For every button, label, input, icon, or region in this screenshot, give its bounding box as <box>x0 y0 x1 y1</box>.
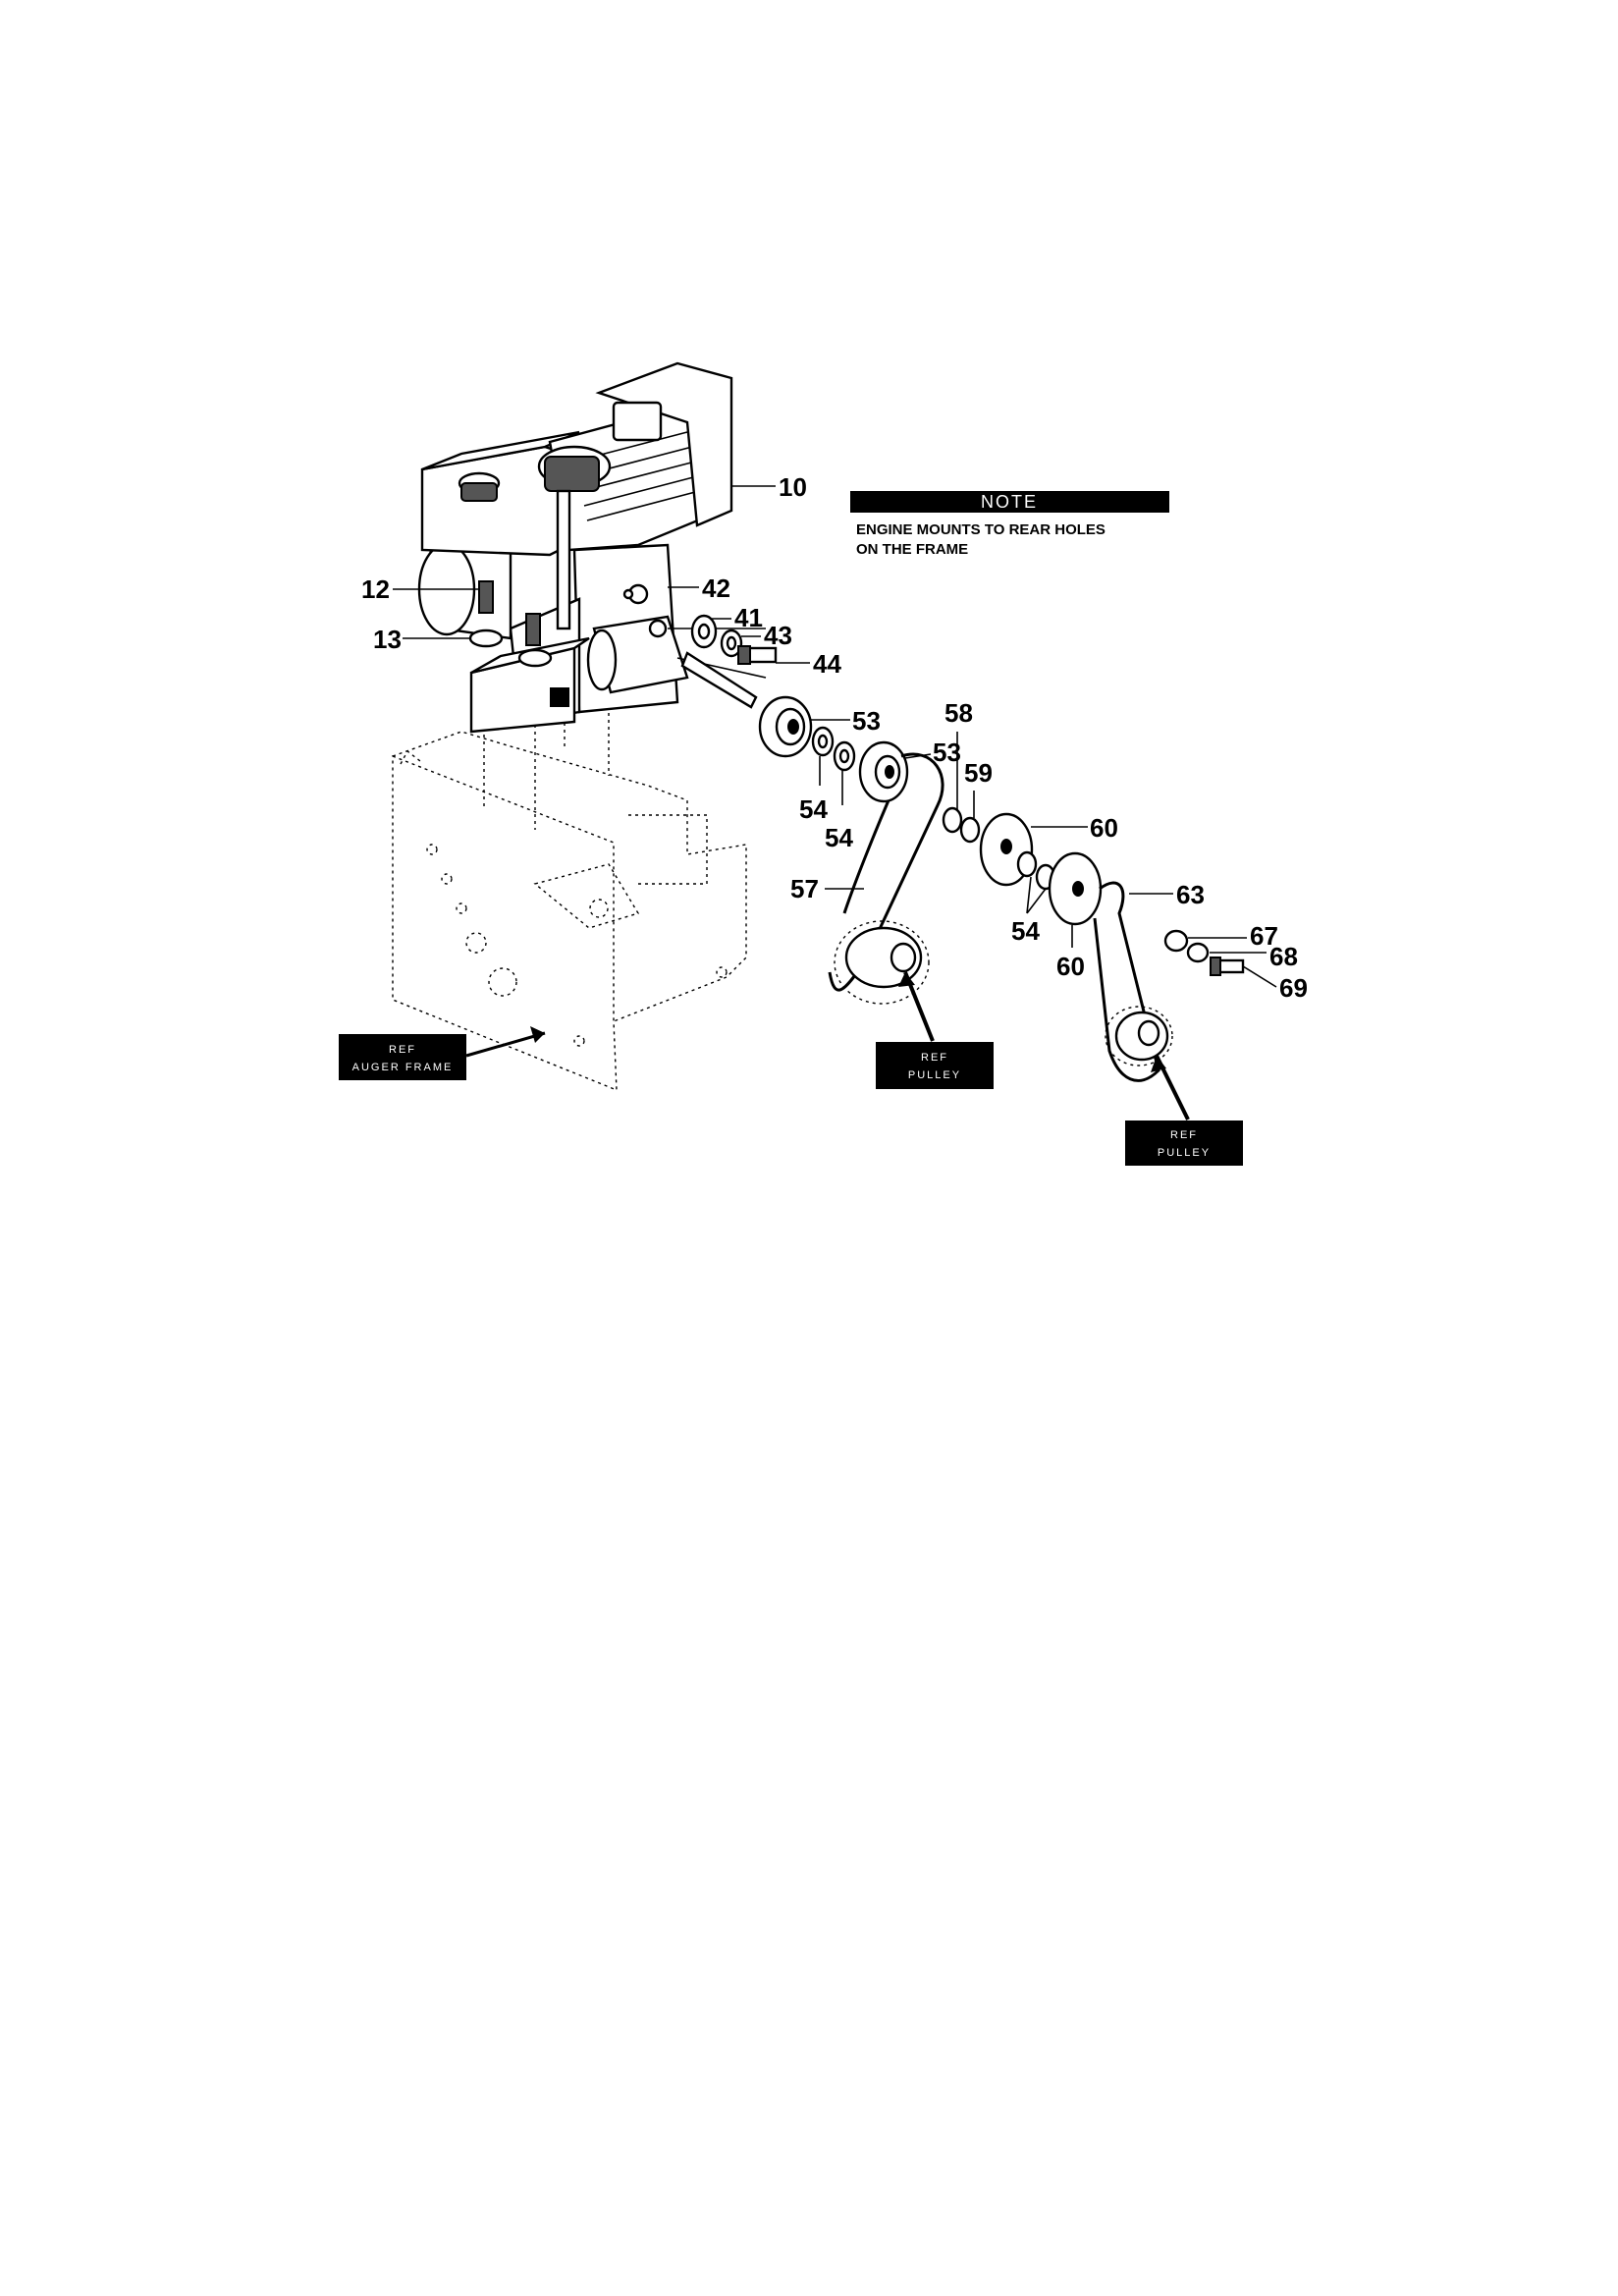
part-labels: 10 12 13 42 41 43 44 53 53 54 54 57 58 5… <box>361 472 1308 1003</box>
part-label-13: 13 <box>373 625 402 654</box>
part-label-69: 69 <box>1279 973 1308 1003</box>
part-label-43: 43 <box>764 621 792 650</box>
note-box: NOTE ENGINE MOUNTS TO REAR HOLES ON THE … <box>850 491 1169 558</box>
part-label-41: 41 <box>734 603 763 632</box>
ref-auger-frame-line-1: REF <box>389 1044 416 1056</box>
part-label-67: 67 <box>1250 921 1278 951</box>
note-heading: NOTE <box>981 492 1038 512</box>
leader-lines <box>393 485 1277 1121</box>
part-label-44: 44 <box>813 649 841 679</box>
drive-parts <box>680 614 1245 1082</box>
ref-pulley-right-line-1: REF <box>1170 1129 1198 1141</box>
ref-pulley-right-box: REF PULLEY <box>1125 1121 1243 1166</box>
part-label-63: 63 <box>1176 880 1205 909</box>
part-label-60b: 60 <box>1056 952 1085 981</box>
part-label-58: 58 <box>944 698 973 728</box>
part-label-10: 10 <box>779 472 807 502</box>
part-label-53a: 53 <box>852 706 881 736</box>
part-label-42: 42 <box>702 574 730 603</box>
ref-pulley-left-line-1: REF <box>921 1052 948 1064</box>
part-label-68: 68 <box>1269 942 1298 971</box>
auger-frame <box>392 692 747 1092</box>
part-label-54c: 54 <box>1011 916 1040 946</box>
ref-pulley-left-box: REF PULLEY <box>876 1042 994 1089</box>
ref-auger-frame-line-2: AUGER FRAME <box>352 1062 454 1073</box>
part-label-12: 12 <box>361 574 390 604</box>
ref-auger-frame-box: REF AUGER FRAME <box>339 1034 466 1080</box>
engine <box>417 361 767 734</box>
ref-pulley-left-line-2: PULLEY <box>908 1069 961 1081</box>
part-label-57: 57 <box>790 874 819 903</box>
part-label-59: 59 <box>964 758 993 788</box>
part-label-60a: 60 <box>1090 813 1118 843</box>
ref-pulley-right-line-2: PULLEY <box>1158 1147 1211 1159</box>
part-label-53b: 53 <box>933 738 961 767</box>
part-label-54b: 54 <box>825 823 853 852</box>
note-line-2: ON THE FRAME <box>856 541 968 558</box>
part-label-54a: 54 <box>799 794 828 824</box>
note-line-1: ENGINE MOUNTS TO REAR HOLES <box>856 521 1106 538</box>
